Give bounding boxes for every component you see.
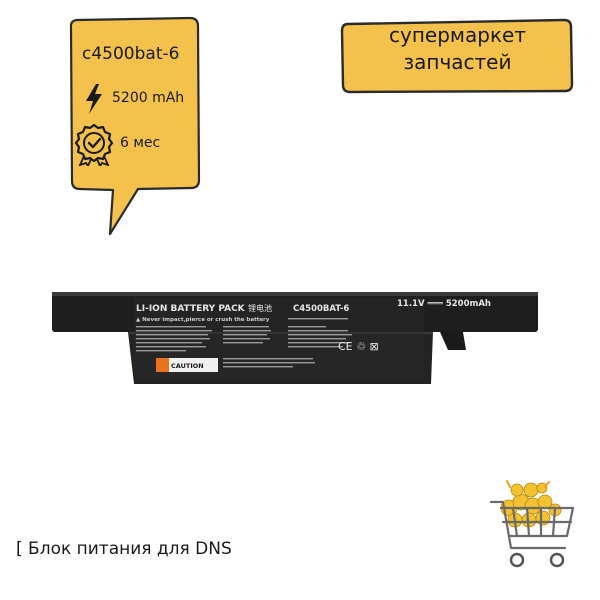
battery-model: C4500BAT-6 xyxy=(293,304,349,314)
shopping-cart-icon xyxy=(489,480,575,568)
battery-image: LI-ION BATTERY PACK 锂电池 C4500BAT-6 11.1V… xyxy=(52,292,538,384)
certification-marks: CE ♲ ⊠ xyxy=(338,340,379,353)
info-bubble xyxy=(69,16,201,236)
battery-warning: ▲ Never impact,pierce or crush the batte… xyxy=(136,317,270,323)
medal-check-icon xyxy=(74,123,114,166)
brand-badge xyxy=(340,18,574,94)
caution-label: CAUTION xyxy=(171,362,204,370)
capacity-value: 5200 mAh xyxy=(112,90,185,106)
warranty-value: 6 мес xyxy=(120,135,161,151)
brand-line-2: запчастей xyxy=(403,50,512,74)
battery-label-main: LI-ION BATTERY PACK xyxy=(136,304,246,314)
model-title: c4500bat-6 xyxy=(82,44,180,64)
brand-line-1: супермаркет xyxy=(389,23,526,47)
product-caption: [ Блок питания для DNS xyxy=(16,539,232,559)
caution-label-box xyxy=(156,358,218,372)
battery-label-cn: 锂电池 xyxy=(248,303,272,313)
battery-voltage-capacity: 11.1V ═══ 5200mAh xyxy=(397,299,491,309)
brand-name: супермаркет запчастей xyxy=(345,22,570,76)
lightning-icon xyxy=(86,84,102,114)
